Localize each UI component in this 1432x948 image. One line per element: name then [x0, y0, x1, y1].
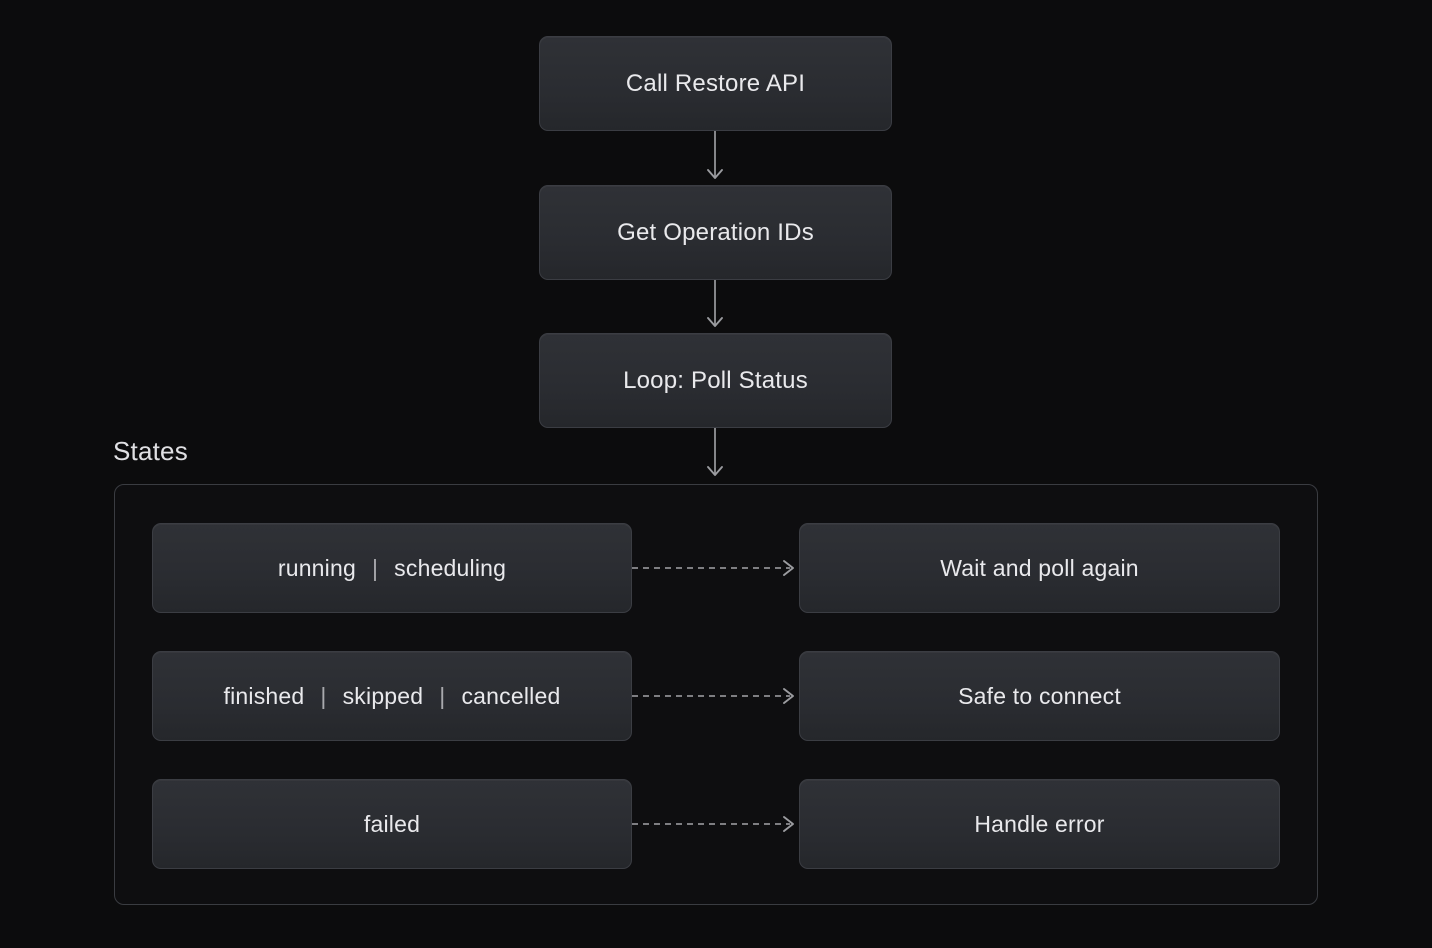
- connector-call-restore-to-get-ops: [707, 131, 723, 179]
- node-state-failed[interactable]: failed: [152, 779, 632, 869]
- connector-get-ops-to-loop-poll: [707, 280, 723, 327]
- state-token: skipped: [342, 682, 424, 709]
- state-separator: |: [320, 682, 327, 709]
- connector-loop-poll-to-states: [707, 428, 723, 476]
- node-label: Wait and poll again: [940, 554, 1139, 581]
- node-label: Call Restore API: [625, 69, 806, 97]
- state-token: scheduling: [394, 554, 507, 581]
- node-action-wait-and-poll-again[interactable]: Wait and poll again: [799, 523, 1280, 613]
- state-token: failed: [363, 810, 421, 837]
- node-state-finished-skipped-cancelled[interactable]: finished | skipped | cancelled: [152, 651, 632, 741]
- node-call-restore-api[interactable]: Call Restore API: [539, 36, 892, 131]
- state-token: finished: [223, 682, 305, 709]
- node-state-running-scheduling[interactable]: running | scheduling: [152, 523, 632, 613]
- states-group-label: States: [113, 436, 188, 466]
- node-label: Safe to connect: [958, 682, 1121, 709]
- node-label: Get Operation IDs: [617, 218, 814, 246]
- node-loop-poll-status[interactable]: Loop: Poll Status: [539, 333, 892, 428]
- node-label: Loop: Poll Status: [623, 366, 808, 394]
- state-separator: |: [439, 682, 446, 709]
- state-token: cancelled: [461, 682, 561, 709]
- node-get-operation-ids[interactable]: Get Operation IDs: [539, 185, 892, 280]
- node-action-handle-error[interactable]: Handle error: [799, 779, 1280, 869]
- state-separator: |: [371, 554, 379, 581]
- node-label: Handle error: [974, 810, 1105, 837]
- state-token: running: [277, 554, 356, 581]
- node-action-safe-to-connect[interactable]: Safe to connect: [799, 651, 1280, 741]
